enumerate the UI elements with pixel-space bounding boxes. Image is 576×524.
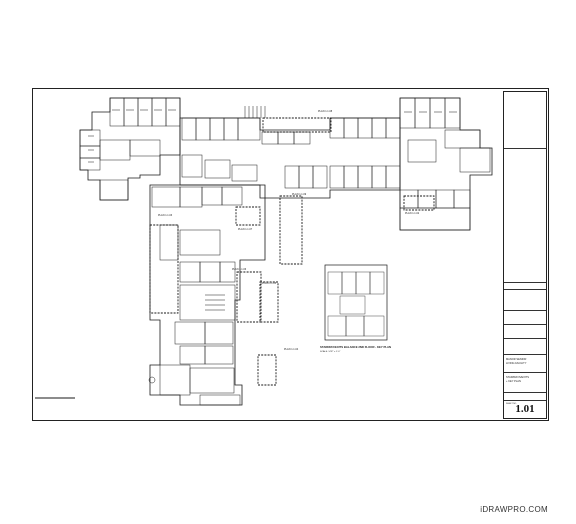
tb-divider (504, 148, 546, 149)
drawing-sheet-border (32, 88, 549, 421)
north-central-block (179, 117, 401, 199)
callout-plan-3: PLAN 1.1.07 (238, 228, 253, 231)
tb-divider (504, 354, 546, 355)
callout-plan-1: PLAN 1.1.08 (318, 110, 333, 113)
west-wing-units (79, 97, 181, 201)
tb-divider (504, 400, 546, 401)
tb-divider (504, 310, 546, 311)
sheet-title-line2: + KEY PLAN (506, 380, 521, 383)
callout-plan-6: PLAN 1.1.04 (284, 348, 299, 351)
title-block: MANOR SENIOR LIVING FACILITY STAIRWAYS/E… (503, 91, 547, 419)
tb-divider (504, 338, 546, 339)
north-central-units (181, 106, 401, 189)
tb-divider (504, 324, 546, 325)
sheet-number-label: SHEET NO. (506, 403, 517, 405)
callout-plan-8: PLAN 1.1.02 (405, 212, 420, 215)
sheet-number: 1.01 (515, 403, 535, 415)
stairway-callout-boxes (149, 117, 435, 386)
watermark-text: iDRAWPRO.COM (480, 505, 548, 514)
callout-plan-4: PLAN 1.1.06 (232, 268, 247, 271)
east-wing-units (399, 97, 491, 231)
callout-plan-2: PLAN 1.1.09 (292, 193, 307, 196)
key-plan-scale: SCALE: 1/32" = 1'-0" (320, 351, 341, 353)
key-plan-inset (324, 264, 388, 341)
tb-divider (504, 372, 546, 373)
tb-divider (504, 392, 546, 393)
tb-divider (504, 282, 546, 283)
sheet-title-line1: STAIRWAYS/EXITS (506, 376, 529, 379)
tb-divider (504, 289, 546, 290)
project-name-line2: LIVING FACILITY (506, 362, 527, 365)
south-building-rooms (148, 186, 243, 406)
callout-plan-5: PLAN 1.1.05 (262, 282, 277, 285)
callout-plan-7: PLAN 1.1.03 (158, 214, 173, 217)
project-name-line1: MANOR SENIOR (506, 358, 527, 361)
key-plan-title: STAIRWAY/EXITS BALANCE 2ND FLOOR - KEY P… (320, 345, 392, 349)
